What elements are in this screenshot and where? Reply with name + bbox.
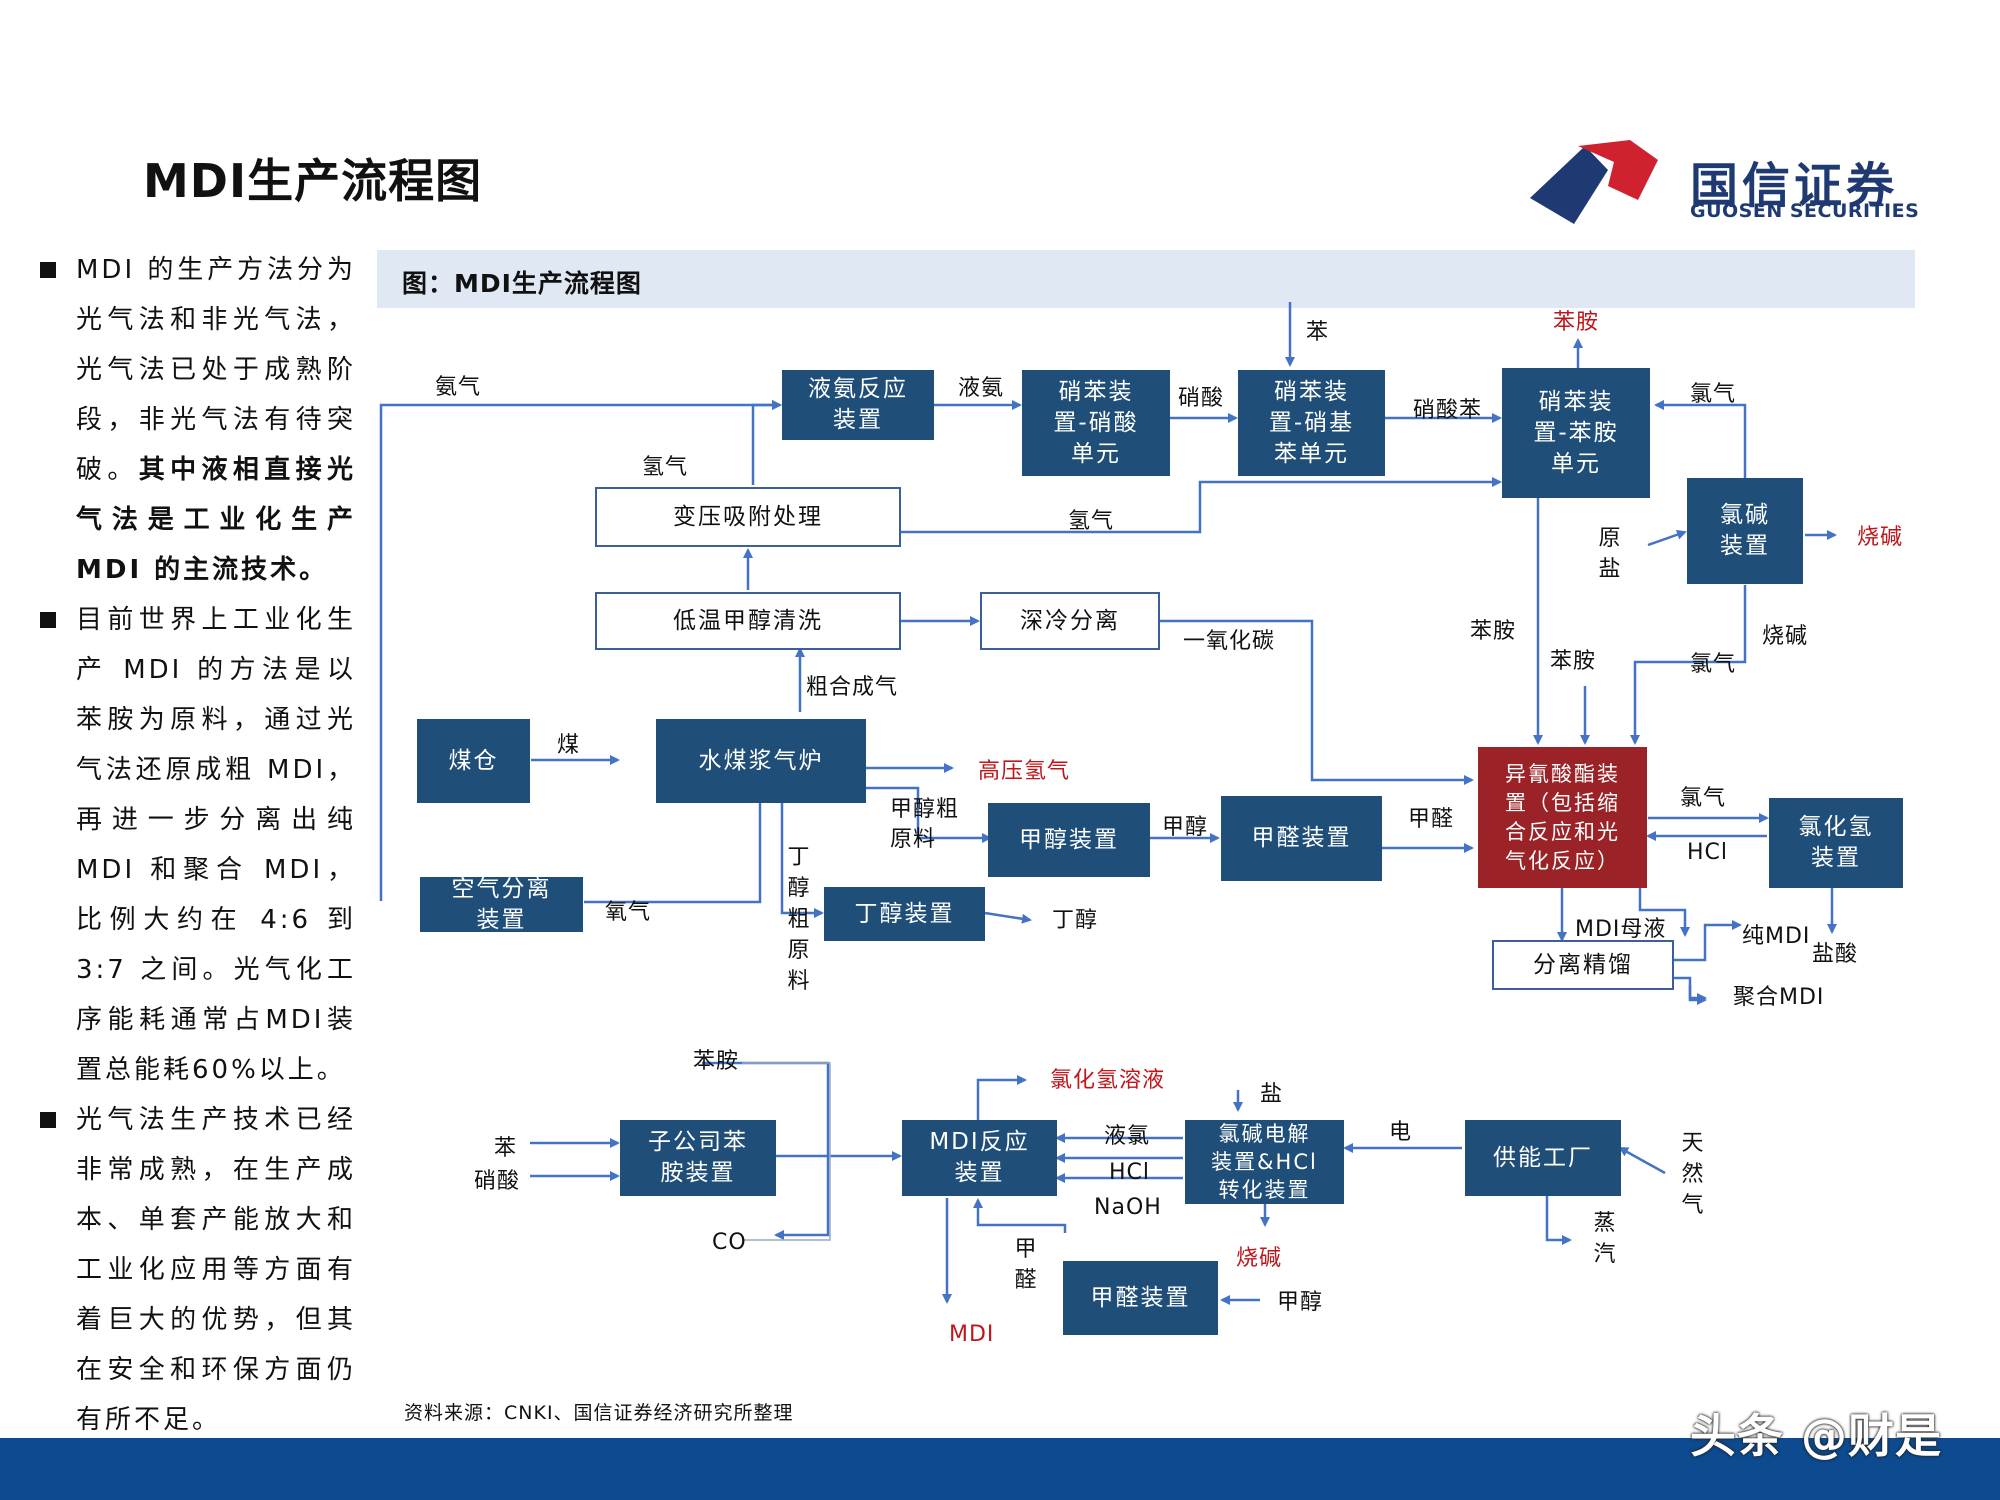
chlor-alkali-unit: 氯碱 装置: [1687, 478, 1803, 584]
label-salt: 盐: [1260, 1082, 1284, 1107]
label-methanol-crude: 甲醇粗 原料: [890, 797, 960, 852]
butanol-unit: 丁醇装置: [824, 887, 985, 941]
bullet-2: 目前世界上工业化生产 MDI 的方法是以苯胺为原料，通过光气法还原成粗 MDI，…: [36, 595, 356, 1095]
label-ammonia-gas: 氨气: [435, 375, 482, 400]
label-caustic-soda-1: 烧碱: [1857, 525, 1904, 550]
label-aniline-3: 苯胺: [1550, 649, 1597, 674]
methanol-unit: 甲醇装置: [988, 803, 1150, 877]
mdi-reactor-unit: MDI反应 装置: [902, 1120, 1057, 1196]
bullet-square-icon: [40, 262, 56, 278]
label-mdi-product: MDI: [949, 1322, 995, 1347]
label-methanol: 甲醇: [1162, 815, 1209, 840]
label-caustic-soda-3: 烧碱: [1236, 1246, 1283, 1271]
electrolysis-hcl-unit: 氯碱电解 装置&HCl 转化装置: [1185, 1120, 1344, 1204]
bullet-1: MDI 的生产方法分为光气法和非光气法，光气法已处于成熟阶段，非光气法有待突破。…: [36, 245, 356, 595]
bullet-3: 光气法生产技术已经非常成熟，在生产成本、单套产能放大和工业化应用等方面有着巨大的…: [36, 1095, 356, 1445]
label-pure-mdi: 纯MDI: [1742, 924, 1811, 949]
label-hcl-1: HCl: [1687, 840, 1729, 865]
page-title: MDI生产流程图: [143, 154, 483, 208]
label-co-2: CO: [712, 1230, 747, 1255]
logo-name-cn: 国信证券: [1690, 158, 1899, 214]
label-naoh: NaOH: [1094, 1195, 1162, 1220]
sidebar: MDI 的生产方法分为光气法和非光气法，光气法已处于成熟阶段，非光气法有待突破。…: [36, 245, 356, 1445]
nitrobenzene-nitric-unit: 硝苯装 置-硝酸 单元: [1022, 370, 1170, 476]
label-methanol-2: 甲醇: [1277, 1290, 1324, 1315]
label-formaldehyde: 甲醛: [1408, 807, 1455, 832]
label-coal: 煤: [557, 733, 581, 758]
bullet-square-icon: [40, 612, 56, 628]
label-liquid-chlorine: 液氯: [1104, 1124, 1151, 1149]
guosen-logo-icon: [1530, 140, 1658, 224]
label-aniline-4: 苯胺: [693, 1049, 740, 1074]
label-butanol-crude: 丁 醇 粗 原 料: [787, 845, 811, 994]
separation-distillation-unit: 分离精馏: [1492, 940, 1674, 990]
figure-title: 图：MDI生产流程图: [402, 269, 642, 298]
label-polymeric-mdi: 聚合MDI: [1733, 985, 1825, 1010]
label-butanol: 丁醇: [1052, 908, 1099, 933]
label-chlorine-1: 氯气: [1690, 382, 1737, 407]
subsidiary-aniline-unit: 子公司苯 胺装置: [620, 1120, 776, 1196]
footer-bar: [0, 1438, 2000, 1500]
label-natural-gas: 天 然 气: [1681, 1131, 1705, 1218]
formaldehyde-unit-2: 甲醛装置: [1063, 1261, 1218, 1335]
nitrobenzene-nitro-unit: 硝苯装 置-硝基 苯单元: [1238, 370, 1385, 476]
rectisol-wash-unit: 低温甲醇清洗: [595, 592, 901, 650]
psa-unit: 变压吸附处理: [595, 487, 901, 547]
label-nitric-acid-2: 硝酸: [474, 1169, 521, 1194]
label-mdi-mother-liquor: MDI母液: [1575, 917, 1667, 942]
label-oxygen: 氧气: [605, 900, 652, 925]
label-hydrochloric-acid: 盐酸: [1812, 942, 1859, 967]
label-hydrogen-2: 氢气: [1068, 509, 1115, 534]
label-chlorine-3: 氯气: [1680, 786, 1727, 811]
bullet-1-text: MDI 的生产方法分为光气法和非光气法，光气法已处于成熟阶段，非光气法有待突破。: [76, 255, 356, 485]
formaldehyde-unit: 甲醛装置: [1221, 796, 1382, 881]
label-benzene-2: 苯: [494, 1136, 518, 1161]
label-aniline-2: 苯胺: [1470, 619, 1517, 644]
label-benzene: 苯: [1306, 320, 1330, 345]
label-caustic-soda-2: 烧碱: [1762, 624, 1809, 649]
label-aniline-product: 苯胺: [1553, 310, 1600, 335]
source-note: 资料来源：CNKI、国信证券经济研究所整理: [404, 1402, 794, 1424]
bullet-1-bold: 其中液相直接光气法是工业化生产 MDI 的主流技术。: [76, 455, 356, 585]
label-hcl-2: HCl: [1109, 1160, 1151, 1185]
label-electricity: 电: [1389, 1120, 1413, 1145]
air-separation-unit: 空气分离 装置: [420, 876, 583, 933]
bullet-3-text: 光气法生产技术已经非常成熟，在生产成本、单套产能放大和工业化应用等方面有着巨大的…: [76, 1105, 356, 1435]
figure-header: [377, 250, 1915, 308]
isocyanate-unit: 异氰酸酯装 置（包括缩 合反应和光 气化反应）: [1478, 747, 1647, 888]
label-liquid-ammonia: 液氨: [958, 376, 1005, 401]
label-high-pressure-hydrogen: 高压氢气: [978, 759, 1071, 784]
bullet-square-icon: [40, 1112, 56, 1128]
label-chlorine-2: 氯气: [1690, 652, 1737, 677]
cryogenic-separation-unit: 深冷分离: [980, 592, 1160, 650]
label-hcl-solution: 氯化氢溶液: [1050, 1068, 1166, 1093]
nitrobenzene-aniline-unit: 硝苯装 置-苯胺 单元: [1502, 368, 1650, 498]
liquid-ammonia-reactor: 液氨反应 装置: [782, 370, 934, 440]
label-nitrobenzene: 硝酸苯: [1413, 398, 1483, 423]
bullet-2-text: 目前世界上工业化生产 MDI 的方法是以苯胺为原料，通过光气法还原成粗 MDI，…: [76, 605, 356, 1085]
label-crude-syngas: 粗合成气: [806, 675, 899, 700]
label-carbon-monoxide: 一氧化碳: [1183, 629, 1276, 654]
watermark: 头条 @财是: [1690, 1409, 1943, 1463]
label-formaldehyde-2: 甲 醛: [1014, 1237, 1038, 1293]
coal-water-slurry-gasifier: 水煤浆气炉: [656, 719, 866, 803]
hydrogen-chloride-unit: 氯化氢 装置: [1769, 798, 1903, 888]
label-raw-salt: 原 盐: [1598, 526, 1622, 582]
label-steam: 蒸 汽: [1593, 1211, 1617, 1267]
label-nitric-acid: 硝酸: [1178, 386, 1225, 411]
logo-name-en: GUOSEN SECURITIES: [1690, 200, 1920, 222]
energy-plant: 供能工厂: [1465, 1120, 1621, 1196]
coal-bin: 煤仓: [417, 719, 530, 803]
label-hydrogen-1: 氢气: [642, 455, 689, 480]
